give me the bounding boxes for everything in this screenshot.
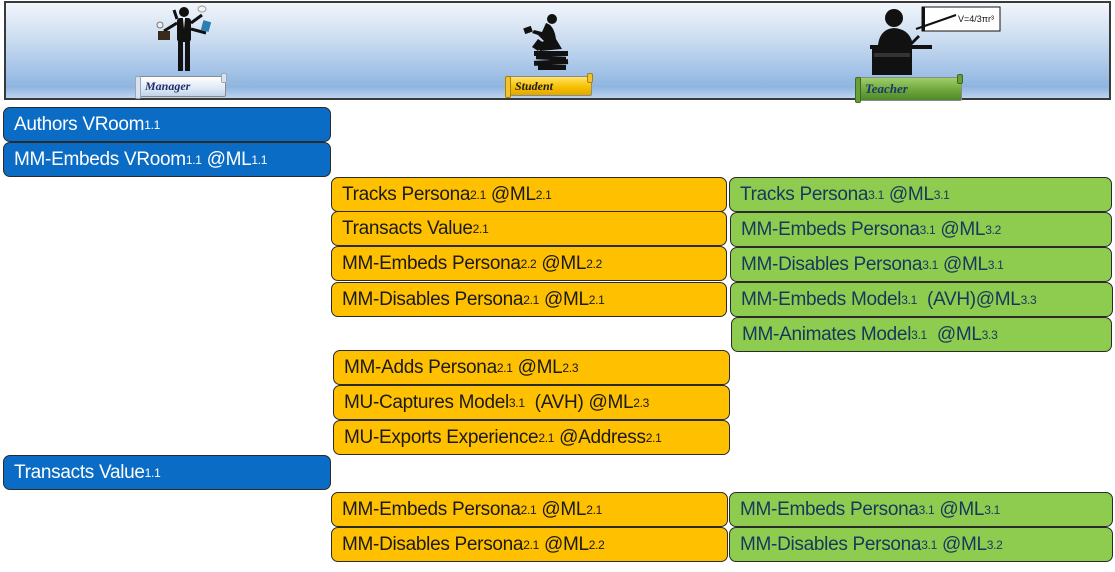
box-text: @ML <box>201 148 252 170</box>
box-text: @Address <box>554 426 646 448</box>
box-text: MU-Captures Model <box>344 391 509 413</box>
box-text: Transacts Value <box>342 217 473 239</box>
student-label-scroll: Student <box>505 73 593 98</box>
svg-text:V=4/3πr³: V=4/3πr³ <box>958 14 994 24</box>
box-text: MM-Disables Persona <box>741 253 923 275</box>
manager-label-scroll: Manager <box>135 73 227 99</box>
box-text: Tracks Persona <box>342 183 471 205</box>
box-text: @ML <box>485 183 536 205</box>
box-text: MM-Embeds VRoom <box>14 148 186 170</box>
box-text: MM-Disables Persona <box>740 533 922 555</box>
student-reading-on-books-icon <box>523 14 569 70</box>
box-text: MM-Embeds Persona <box>740 498 919 520</box>
box-text: @ML <box>539 288 589 310</box>
box-text: @ML <box>938 253 988 275</box>
box-text: @ML <box>539 533 589 555</box>
manager-label: Manager <box>145 79 191 93</box>
box-text: MM-Disables Persona <box>342 533 524 555</box>
box-text: MM-Embeds Persona <box>741 218 920 240</box>
box-text: @ML <box>883 183 934 205</box>
role-teacher: V=4/3πr³ Teacher <box>848 3 1018 103</box>
box-text: MM-Embeds Persona <box>342 498 521 520</box>
role-student: Student <box>500 3 600 98</box>
box-text: Tracks Persona <box>740 183 869 205</box>
box-text: @ML <box>536 498 587 520</box>
box-text: MM-Embeds Persona <box>342 252 521 274</box>
student-label: Student <box>515 78 554 93</box>
roles-header-banner: Manager Student V=4/3πr³ <box>4 1 1111 103</box>
box-text: (AVH)@ML <box>917 288 1021 310</box>
role-manager: Manager <box>130 3 230 99</box>
box-text: @ML <box>935 218 986 240</box>
box-text: @ML <box>934 498 985 520</box>
teacher-at-board-icon: V=4/3πr³ <box>870 6 1001 75</box>
teacher-label-scroll: Teacher <box>855 74 963 103</box>
box-text: MM-Disables Persona <box>342 288 524 310</box>
box-text: Authors VRoom <box>14 113 145 135</box>
box-text: MM-Embeds Model <box>741 288 902 310</box>
box-text: (AVH) @ML <box>524 391 634 413</box>
box-text: @ML <box>512 356 563 378</box>
box-text: Transacts Value <box>14 461 145 483</box>
manager-multitasking-icon <box>156 5 212 71</box>
box-text: MM-Adds Persona <box>344 356 497 378</box>
box-text: @ML <box>937 533 987 555</box>
box-text: @ML <box>536 252 587 274</box>
teacher-label: Teacher <box>865 81 908 96</box>
box-text: @ML <box>926 323 982 345</box>
box-text: MM-Animates Model <box>742 323 912 345</box>
box-text: MU-Exports Experience <box>344 426 539 448</box>
